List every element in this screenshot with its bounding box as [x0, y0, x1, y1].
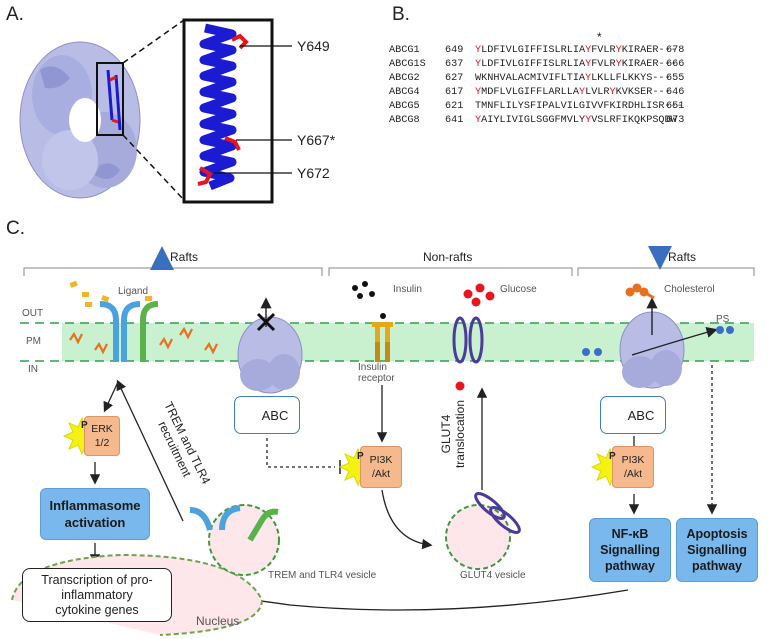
- abc-up-label: ABC: [627, 407, 655, 423]
- glut4-transporter: [452, 316, 484, 364]
- glucose-molecules: [455, 283, 495, 391]
- residue-label-y649: Y649: [297, 38, 330, 54]
- alignment-row: ABCG1S 637 YLDFIVLGIFFISLRLIAYFVLRYKIRAER-…: [389, 58, 696, 72]
- pi3k-right-p-label: P: [609, 451, 616, 462]
- alignment-row: ABCG8 641 YAIYLIVIGLSGGFMVLYYVSLRFIKQKPSQD…: [389, 114, 696, 128]
- panel-b-label: B.: [392, 4, 410, 25]
- alignment-row-end: 651: [666, 101, 685, 112]
- abc-down-label: ABC: [261, 407, 289, 423]
- alignment-row-name: ABCG2: [389, 73, 420, 84]
- trem-tlr4-receptors: [99, 301, 159, 362]
- alignment-row: ABCG5 621 TMNFLILYSFIPALVILGIVVFKIRDHLISR-…: [389, 100, 696, 114]
- panel-a-label: A.: [6, 4, 24, 25]
- region-label-rafts-right: Rafts: [668, 250, 697, 264]
- alignment-row-name: ABCG4: [389, 87, 420, 98]
- region-label-non-rafts: Non-rafts: [423, 250, 473, 264]
- abc-up-box: ABC: [600, 396, 666, 434]
- residue-label-y667: Y667*: [297, 132, 336, 148]
- pi3k-right-box: PI3K /Akt: [612, 446, 654, 488]
- insulin-receptor-label: Insulin receptor: [358, 362, 395, 384]
- abc-down-box: ABC: [234, 396, 300, 434]
- insulin-receptor: [372, 322, 393, 362]
- protein-structure-image: [19, 41, 141, 199]
- glut4-vesicle: [445, 504, 511, 570]
- zoom-box-small: [96, 62, 124, 136]
- nfkb-box: NF-κB Signalling pathway: [589, 518, 671, 582]
- membrane-in-label: IN: [28, 364, 38, 375]
- membrane-out-label: OUT: [22, 308, 44, 319]
- membrane-pm-label: PM: [26, 336, 41, 347]
- ligand-label: Ligand: [118, 286, 149, 297]
- alignment-row-name: ABCG1S: [389, 59, 426, 70]
- abc-transporter-right: [619, 311, 685, 389]
- alignment-row-start: 621: [445, 101, 464, 112]
- erk-p-label: P: [81, 420, 88, 431]
- abc-transporter-left: [237, 316, 303, 394]
- residue-label-y672: Y672: [297, 165, 330, 181]
- alignment-row-sequence: WKNHVALACMIVIFLTIAYLKLLFLKKYS---: [475, 73, 671, 84]
- erk-box: ERK 1/2: [84, 416, 120, 456]
- nucleus-label: Nucleus: [196, 614, 240, 628]
- ps-label: PS: [716, 314, 730, 325]
- cholesterol-molecule: [625, 283, 655, 300]
- insulin-label: Insulin: [393, 284, 422, 295]
- alignment-row-start: 641: [445, 115, 464, 126]
- alignment-row-name: ABCG5: [389, 101, 420, 112]
- alignment-row: ABCG1 649 YLDFIVLGIFFISLRLIAYFVLRYKIRAER--…: [389, 44, 696, 58]
- alignment-row: ABCG2 627 WKNHVALACMIVIFLTIAYLKLLFLKKYS---…: [389, 72, 696, 86]
- alignment-row-end: 666: [666, 59, 685, 70]
- glut4-translocation-label: GLUT4 translocation: [439, 399, 467, 469]
- apoptosis-box: Apoptosis Signalling pathway: [676, 518, 758, 582]
- alignment-row-start: 627: [445, 73, 464, 84]
- ps-lipids: [582, 326, 734, 356]
- helix: [199, 23, 237, 191]
- alignment-row-end: 655: [666, 73, 685, 84]
- vesicle-receptors: [189, 505, 279, 542]
- alignment-row-name: ABCG8: [389, 115, 420, 126]
- region-brackets: [23, 267, 755, 276]
- alignment-row-end: 678: [666, 45, 685, 56]
- alignment-row-start: 637: [445, 59, 464, 70]
- region-label-rafts-left: Rafts: [170, 250, 199, 264]
- pi3k-mid-box: PI3K /Akt: [360, 446, 402, 488]
- alignment-row-sequence: YLDFIVLGIFFISLRLIAYFVLRYKIRAER---: [475, 45, 677, 56]
- alignment-row-end: 646: [666, 87, 685, 98]
- glut4-vesicle-label: GLUT4 vesicle: [460, 570, 526, 581]
- alignment-row-sequence: YMDFLVLGIFFLARLLAYLVLRYKVKSER---: [475, 87, 671, 98]
- insulin-molecules: [352, 281, 386, 319]
- panel-a-structure: [19, 18, 292, 204]
- inflammasome-box: Inflammasome activation: [40, 488, 150, 540]
- alignment-row-start: 617: [445, 87, 464, 98]
- alignment-row-sequence: YAIYLIVIGLSGGFMVLYYVSLRFIKQKPSQDW: [475, 115, 677, 126]
- alignment-row-sequence: TMNFLILYSFIPALVILGIVVFKIRDHLISR---: [475, 101, 683, 112]
- alignment-row-sequence: YLDFIVLGIFFISLRLIAYFVLRYKIRAER---: [475, 59, 677, 70]
- panel-c-label: C.: [6, 218, 25, 239]
- glucose-label: Glucose: [500, 284, 537, 295]
- ligand-particles: [69, 280, 152, 307]
- transcription-box: Transcription of pro- inflammatory cytok…: [22, 568, 172, 622]
- alignment-row-name: ABCG1: [389, 45, 420, 56]
- alignment-row: ABCG4 617 YMDFLVLGIFFLARLLAYLVLRYKVKSER---…: [389, 86, 696, 100]
- pi3k-mid-p-label: P: [357, 451, 364, 462]
- trem-vesicle-label: TREM and TLR4 vesicle: [268, 570, 377, 581]
- alignment-row-start: 649: [445, 45, 464, 56]
- blocked-x-icon: [256, 312, 276, 332]
- tyrosine-residues: [197, 33, 249, 186]
- alignment-row-end: 673: [666, 115, 685, 126]
- cholesterol-label: Cholesterol: [664, 284, 715, 295]
- conserved-star: *: [597, 30, 602, 44]
